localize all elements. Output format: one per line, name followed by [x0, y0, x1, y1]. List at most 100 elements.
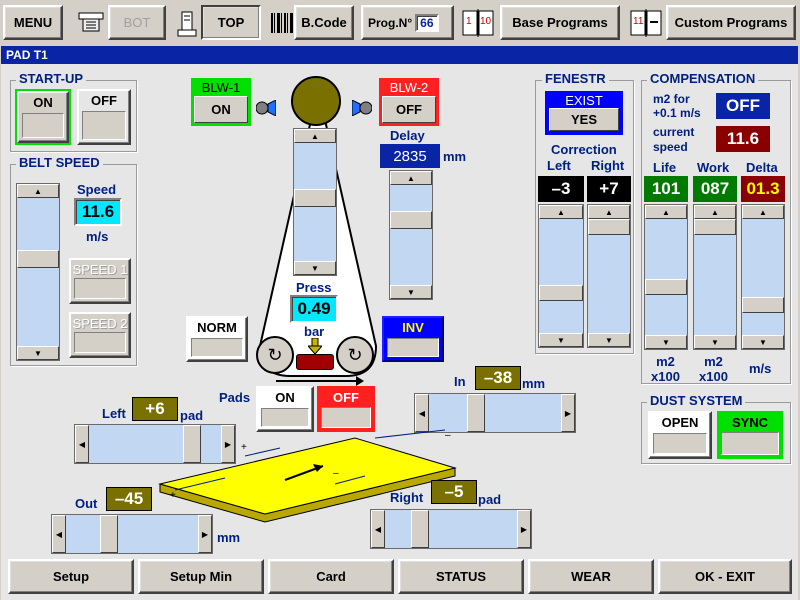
left-slider[interactable]: ◀ ▶	[74, 424, 236, 464]
dust-sync-button[interactable]: SYNC	[719, 413, 781, 457]
blw2-nozzle-icon	[351, 99, 373, 117]
right-value: –5	[431, 480, 477, 504]
pads-label: Pads	[219, 390, 251, 405]
left-roller-icon: ↻	[256, 336, 294, 374]
barcode-icon	[270, 13, 294, 33]
left-label: Left	[102, 406, 126, 421]
wear-button[interactable]: WEAR	[528, 559, 654, 594]
current-speed-value: 11.6	[716, 126, 770, 152]
custom-programs-button[interactable]: Custom Programs	[666, 5, 796, 40]
correction-label: Correction	[551, 142, 617, 157]
svg-text:10: 10	[480, 16, 492, 27]
press-label: Press	[296, 280, 332, 295]
program-number-box: Prog.N° 66	[361, 5, 454, 40]
menu-button[interactable]: MENU	[3, 5, 63, 40]
drive-pulley	[291, 76, 341, 126]
right-slider[interactable]: ◀ ▶	[370, 509, 532, 549]
life-value: 101	[644, 176, 688, 202]
life-label: Life	[653, 160, 677, 175]
svg-text:11: 11	[633, 16, 644, 27]
in-unit: mm	[522, 376, 546, 391]
status-button[interactable]: STATUS	[398, 559, 524, 594]
in-value: –38	[475, 366, 521, 390]
fenestr-left-slider[interactable]: ▲ ▼	[538, 204, 584, 348]
out-label: Out	[75, 496, 98, 511]
startup-on-button[interactable]: ON	[17, 91, 69, 143]
custom-programs-icon: 11	[629, 9, 663, 39]
work-slider[interactable]: ▲ ▼	[693, 204, 737, 350]
fenestr-right-label: Right	[591, 158, 625, 173]
delta-label: Delta	[746, 160, 778, 175]
svg-text:+: +	[170, 490, 176, 501]
delay-unit: mm	[443, 149, 467, 164]
pads-off-button[interactable]: OFF	[319, 388, 373, 430]
compensation-title: COMPENSATION	[647, 72, 759, 86]
prog-label: Prog.N°	[368, 15, 413, 30]
fenestr-right-value: +7	[587, 176, 631, 202]
right-unit: pad	[478, 492, 502, 507]
press-position-slider[interactable]: ▲ ▼	[293, 128, 337, 276]
dust-title: DUST SYSTEM	[647, 394, 746, 408]
card-button[interactable]: Card	[268, 559, 394, 594]
left-value: +6	[132, 397, 178, 421]
in-slider[interactable]: ◀ ▶	[414, 393, 576, 433]
window-title: PAD T1	[1, 46, 798, 64]
ok-exit-button[interactable]: OK - EXIT	[658, 559, 792, 594]
out-value: –45	[106, 487, 152, 511]
svg-text:–: –	[445, 430, 451, 441]
delta-value: 01.3	[741, 176, 785, 202]
table-diagram: + – + –	[158, 429, 457, 523]
press-arrow-icon	[306, 337, 324, 355]
dust-open-button[interactable]: OPEN	[648, 411, 712, 459]
bcode-button[interactable]: B.Code	[294, 5, 354, 40]
base-programs-button[interactable]: Base Programs	[500, 5, 620, 40]
bot-icon	[76, 12, 106, 36]
work-label: Work	[697, 160, 730, 175]
delta-slider[interactable]: ▲ ▼	[741, 204, 785, 350]
out-slider[interactable]: ◀ ▶	[51, 514, 213, 554]
life-slider[interactable]: ▲ ▼	[644, 204, 688, 350]
delta-unit: m/s	[749, 361, 772, 376]
delay-value: 2835	[380, 144, 440, 168]
pads-on-button[interactable]: ON	[256, 386, 314, 432]
setup-button[interactable]: Setup	[8, 559, 134, 594]
delay-slider[interactable]: ▲ ▼	[389, 170, 433, 300]
press-unit: bar	[304, 324, 325, 339]
right-label: Right	[390, 490, 424, 505]
blw1-nozzle-icon	[255, 99, 277, 117]
left-unit: pad	[180, 408, 204, 423]
table-top	[158, 437, 457, 515]
press-pad	[296, 354, 334, 370]
in-label: In	[454, 374, 466, 389]
startup-off-button[interactable]: OFF	[77, 89, 131, 145]
inv-button[interactable]: INV	[382, 316, 444, 362]
svg-text:+: +	[241, 442, 247, 453]
fenestr-left-value: –3	[538, 176, 584, 202]
pads-off-frame: OFF	[317, 386, 375, 432]
work-value: 087	[693, 176, 737, 202]
top-icon	[175, 10, 199, 38]
fenestr-left-label: Left	[547, 158, 571, 173]
life-unit: m2 x100	[651, 354, 680, 384]
press-value: 0.49	[290, 295, 338, 323]
fenestr-right-slider[interactable]: ▲ ▼	[587, 204, 631, 348]
top-button[interactable]: TOP	[201, 5, 261, 40]
m2-value: OFF	[716, 93, 770, 119]
speed2-button[interactable]: SPEED 2	[69, 312, 131, 358]
belt-speed-slider[interactable]: ▲ ▼	[16, 183, 60, 361]
right-roller-icon: ↻	[336, 336, 374, 374]
speed1-button[interactable]: SPEED 1	[69, 258, 131, 304]
prog-value: 66	[415, 13, 439, 32]
norm-button[interactable]: NORM	[186, 316, 248, 362]
svg-text:–: –	[333, 468, 339, 479]
svg-text:1: 1	[466, 16, 472, 27]
bot-button[interactable]: BOT	[108, 5, 166, 40]
speed-unit: m/s	[86, 229, 109, 244]
setup-min-button[interactable]: Setup Min	[138, 559, 264, 594]
